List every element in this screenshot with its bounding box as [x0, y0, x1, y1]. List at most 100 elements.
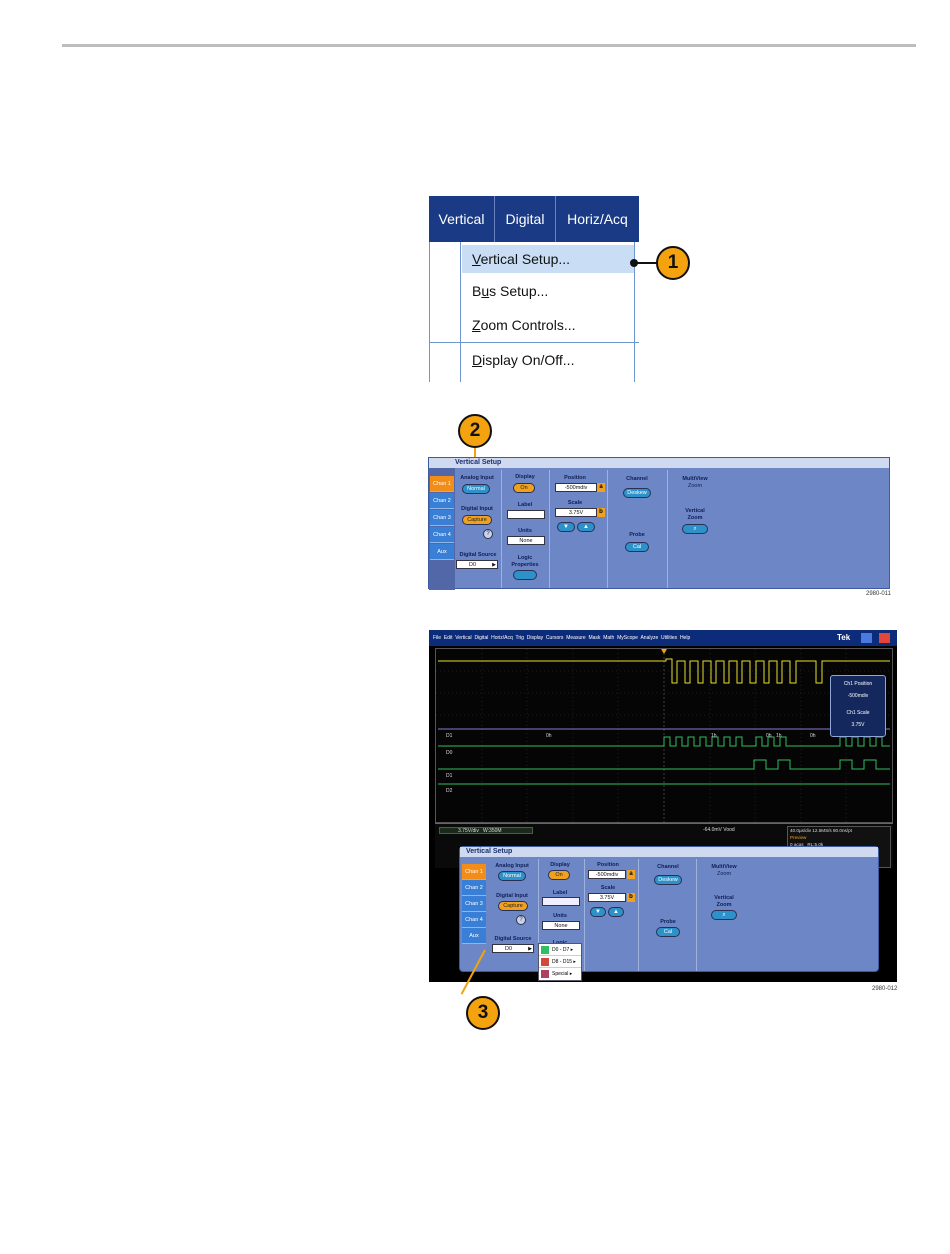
- menu-separator: [429, 342, 639, 343]
- tab-aux[interactable]: Aux: [430, 544, 454, 560]
- ch1-status[interactable]: 3.75V/div W:350M: [439, 827, 533, 834]
- menu-border: [634, 242, 635, 382]
- scale-input-2[interactable]: 3.75V: [588, 893, 626, 902]
- scope-menu-math[interactable]: Math: [603, 635, 615, 641]
- scale-label-2: Scale: [600, 885, 616, 891]
- ch1-scale-label: Ch1 Scale: [846, 710, 870, 716]
- tab2-chan1[interactable]: Chan 1: [462, 864, 486, 880]
- scope-menu-horiz[interactable]: Horiz/Acq: [491, 635, 513, 641]
- menu-item-accel: Z: [472, 317, 481, 333]
- logic-label: Logic: [517, 555, 533, 561]
- deskew-button[interactable]: Deskew: [623, 488, 651, 498]
- position-label: Position: [564, 475, 586, 481]
- dropdown-item-label: Special: [552, 971, 569, 977]
- tab-chan1[interactable]: Chan 1: [430, 476, 454, 492]
- scope-menu-cursors[interactable]: Cursors: [545, 635, 564, 641]
- tab-chan2[interactable]: Chan 2: [430, 493, 454, 509]
- analog-input-button-2[interactable]: Normal: [498, 871, 526, 881]
- scope-menu-myscope[interactable]: MyScope: [617, 635, 638, 641]
- scope-menu-measure[interactable]: Measure: [566, 635, 586, 641]
- bus-value-5: 0h: [810, 733, 816, 739]
- vertical-zoom-button-2[interactable]: ⌕: [711, 910, 737, 920]
- callout-leader-1: [634, 262, 658, 264]
- probe-cal-button[interactable]: Cal: [625, 542, 649, 552]
- oscilloscope-screen: File Edit Vertical Digital Horiz/Acq Tri…: [429, 630, 897, 982]
- scope-menu-mask[interactable]: Mask: [588, 635, 601, 641]
- panel2-title: Vertical Setup: [460, 847, 878, 857]
- digital-source-select-2[interactable]: D0▶: [492, 944, 534, 953]
- units-input-2[interactable]: None: [542, 921, 580, 930]
- units-input[interactable]: None: [507, 536, 545, 545]
- menu-item-zoom-controls[interactable]: Zoom Controls...: [462, 312, 634, 338]
- callout-dot-1: [630, 259, 638, 267]
- menu-item-bus-setup[interactable]: Bus Setup...: [462, 278, 634, 304]
- label-input-2[interactable]: [542, 897, 580, 906]
- vertical-zoom-label: Vertical: [685, 508, 705, 514]
- vertical-setup-panel-2: Vertical Setup Chan 1 Chan 2 Chan 3 Chan…: [459, 846, 879, 981]
- position-input-2[interactable]: -500mdiv: [588, 870, 626, 879]
- menu-digital[interactable]: Digital: [495, 196, 556, 242]
- tek-logo: Tek: [837, 633, 851, 642]
- display-on-button-2[interactable]: On: [548, 870, 570, 880]
- scope-menu-help[interactable]: Help: [679, 635, 691, 641]
- analog-input-label: Analog Input: [460, 475, 494, 481]
- close-icon[interactable]: [879, 633, 890, 643]
- menu-vertical[interactable]: Vertical: [429, 196, 495, 242]
- scale-down-button[interactable]: ▼: [557, 522, 575, 532]
- divider: [549, 470, 550, 588]
- ch1-position-value: -500mdiv: [847, 693, 869, 699]
- display-on-button[interactable]: On: [513, 483, 535, 493]
- analog-input-normal-button[interactable]: Normal: [462, 484, 490, 494]
- tab2-aux[interactable]: Aux: [462, 928, 486, 944]
- tab2-chan3[interactable]: Chan 3: [462, 896, 486, 912]
- menu-item-rest-2: s Setup...: [489, 283, 549, 299]
- probe-cal-button-2[interactable]: Cal: [656, 927, 680, 937]
- menu-bar: Vertical Digital Horiz/Acq: [429, 196, 639, 242]
- menu-item-display-onoff[interactable]: Display On/Off...: [462, 347, 634, 373]
- figure-number: 2980-011: [866, 591, 891, 597]
- record-length: RL:5.0k: [807, 842, 824, 847]
- menu-horiz-acq[interactable]: Horiz/Acq: [567, 211, 628, 227]
- logic-properties-button[interactable]: [513, 570, 537, 580]
- grid-icon: [541, 970, 549, 978]
- divider: [607, 470, 608, 588]
- digital-input-label: Digital Input: [461, 506, 493, 512]
- scale-up-button[interactable]: ▲: [577, 522, 595, 532]
- scope-menu-utilities[interactable]: Utilities: [661, 635, 678, 641]
- minimize-icon[interactable]: [861, 633, 872, 643]
- scope-menu-analyze[interactable]: Analyze: [640, 635, 659, 641]
- tab2-chan4[interactable]: Chan 4: [462, 912, 486, 928]
- vertical-zoom-button[interactable]: ⌕: [682, 524, 708, 534]
- scope-menu-file[interactable]: File: [433, 635, 442, 641]
- vertical-zoom-label-2: Zoom: [687, 515, 703, 521]
- digital-source-select[interactable]: D0▶: [456, 560, 498, 569]
- dropdown-item-d0-d7[interactable]: D0 - D7 ▸: [539, 944, 581, 956]
- scale-down-button-2[interactable]: ▼: [590, 907, 606, 917]
- menu-item-rest-4: isplay On/Off...: [482, 352, 575, 368]
- deskew-button-2[interactable]: Deskew: [654, 875, 682, 885]
- scope-menu-digital[interactable]: Digital: [474, 635, 489, 641]
- help-icon[interactable]: ?: [483, 529, 493, 539]
- divider: [638, 859, 639, 971]
- trigger-readout[interactable]: -64.0mV Vood: [703, 827, 785, 834]
- menu-item-vertical-setup[interactable]: Vertical Setup...: [462, 245, 634, 273]
- digital-input-button-2[interactable]: Capture: [498, 901, 528, 911]
- scope-menu-trig[interactable]: Trig: [515, 635, 524, 641]
- scope-menu-vertical[interactable]: Vertical: [455, 635, 472, 641]
- dropdown-item-d8-d15[interactable]: D8 - D15 ▸: [539, 956, 581, 968]
- tab-chan3[interactable]: Chan 3: [430, 510, 454, 526]
- digital-input-capture-button[interactable]: Capture: [462, 515, 492, 525]
- help-icon[interactable]: ?: [516, 915, 526, 925]
- header-rule: [62, 44, 916, 47]
- label-label: Label: [517, 502, 533, 508]
- scope-menu-edit[interactable]: Edit: [443, 635, 453, 641]
- label-input[interactable]: [507, 510, 545, 519]
- position-input[interactable]: -500mdiv: [555, 483, 597, 492]
- dropdown-item-special[interactable]: Special ▸: [539, 968, 581, 980]
- scale-input[interactable]: 3.75V: [555, 508, 597, 517]
- digital-source-dropdown: D0 - D7 ▸ D8 - D15 ▸ Special ▸: [538, 943, 582, 981]
- scale-up-button-2[interactable]: ▲: [608, 907, 624, 917]
- scope-menu-display[interactable]: Display: [526, 635, 544, 641]
- tab2-chan2[interactable]: Chan 2: [462, 880, 486, 896]
- tab-chan4[interactable]: Chan 4: [430, 527, 454, 543]
